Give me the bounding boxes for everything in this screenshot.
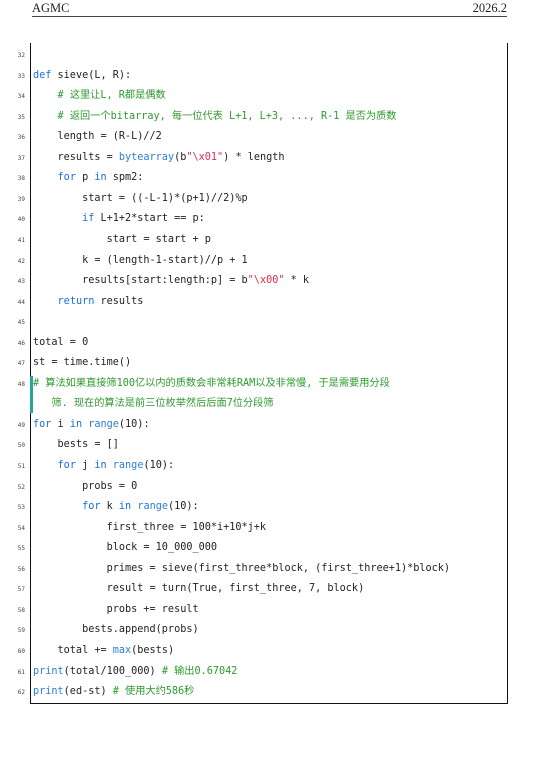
line-number: 38 (17, 175, 25, 183)
header-left: AGMC (32, 1, 70, 15)
code-line: for p in spm2: (57, 172, 144, 184)
line-number: 42 (17, 257, 25, 265)
code-line: start = ((-L-1)*(p+1)//2)%p (33, 192, 248, 204)
line-number: 61 (17, 668, 25, 676)
line-number: 47 (17, 360, 25, 368)
line-number: 40 (17, 216, 25, 224)
line-number: 39 (17, 195, 25, 203)
code-line: print(total/100_000) # 输出0.67042 (33, 665, 238, 677)
code-line: k = (length-1-start)//p + 1 (33, 254, 248, 266)
code-line: bests.append(probs) (33, 624, 199, 636)
line-number: 58 (17, 606, 25, 614)
line-number: 33 (17, 72, 25, 80)
code-line: # 返回一个bitarray, 每一位代表 L+1, L+3, ..., R-1… (57, 110, 397, 122)
line-number: 44 (17, 298, 25, 306)
code-line: block = 10_000_000 (33, 542, 218, 554)
line-number: 50 (17, 442, 25, 450)
code-line: first_three = 100*i+10*j+k (33, 521, 267, 533)
line-number: 57 (17, 586, 25, 594)
line-number: 34 (17, 93, 25, 101)
line-number: 32 (17, 52, 25, 59)
code-line: def sieve(L, R): (33, 69, 132, 81)
line-number: 52 (17, 483, 25, 491)
line-number: 53 (17, 504, 25, 512)
code-line: # 这里让L, R都是偶数 (57, 90, 166, 102)
line-number: 54 (17, 524, 25, 532)
code-line: results[start:length:p] = b"\x00" * k (33, 275, 310, 287)
line-number: 35 (17, 113, 25, 121)
line-number: 62 (17, 689, 25, 697)
code-line: return results (57, 295, 144, 307)
code-line: 筛. 现在的算法是前三位枚举然后后面7位分段筛 (33, 398, 274, 410)
code-line: length = (R-L)//2 (33, 131, 162, 143)
code-line: for k in range(10): (82, 501, 199, 513)
code-line: st = time.time() (33, 357, 132, 369)
line-number: 36 (17, 134, 25, 142)
code-line: print(ed-st) # 使用大约586秒 (33, 686, 195, 698)
code-line: results = bytearray(b"\x01") * length (33, 151, 285, 163)
code-listing: 32 def sieve(L, R): 33 # 这里让L, R都是偶数 34 # 返… (18, 43, 508, 704)
code-line: total += max(bests) (33, 644, 175, 656)
line-number: 59 (17, 627, 25, 635)
code-line: for j in range(10): (57, 460, 175, 471)
page-header: AGMC 2026.2 (32, 0, 507, 16)
code-line: if L+1+2*start == p: (82, 213, 205, 225)
line-number: 55 (17, 545, 25, 553)
code-line: total = 0 (33, 336, 89, 348)
code-line: result = turn(True, first_three, 7, bloc… (33, 583, 365, 595)
line-number: 60 (17, 647, 25, 655)
line-number: 49 (17, 421, 25, 429)
header-rule (32, 16, 507, 17)
line-number: 45 (17, 319, 25, 327)
line-number: 48 (17, 380, 25, 388)
line-number: 46 (17, 339, 25, 347)
code-line: for i in range(10): (33, 418, 150, 430)
code-line: probs += result (33, 603, 199, 615)
code-line: bests = [] (33, 439, 119, 451)
header-right: 2026.2 (472, 1, 507, 15)
code-line: primes = sieve(first_three*block, (first… (33, 562, 451, 574)
code-line: start = start + p (33, 233, 211, 245)
line-number: 43 (17, 278, 25, 286)
code-line: # 算法如果直接筛100亿以内的质数会非常耗RAM以及非常慢, 于是需要用分段 (33, 377, 390, 389)
line-number: 56 (17, 565, 25, 573)
wrap-marker (30, 375, 33, 413)
line-number: 37 (17, 154, 25, 162)
line-number: 51 (17, 463, 25, 470)
code-line: probs = 0 (33, 480, 138, 492)
line-number: 41 (17, 236, 25, 244)
